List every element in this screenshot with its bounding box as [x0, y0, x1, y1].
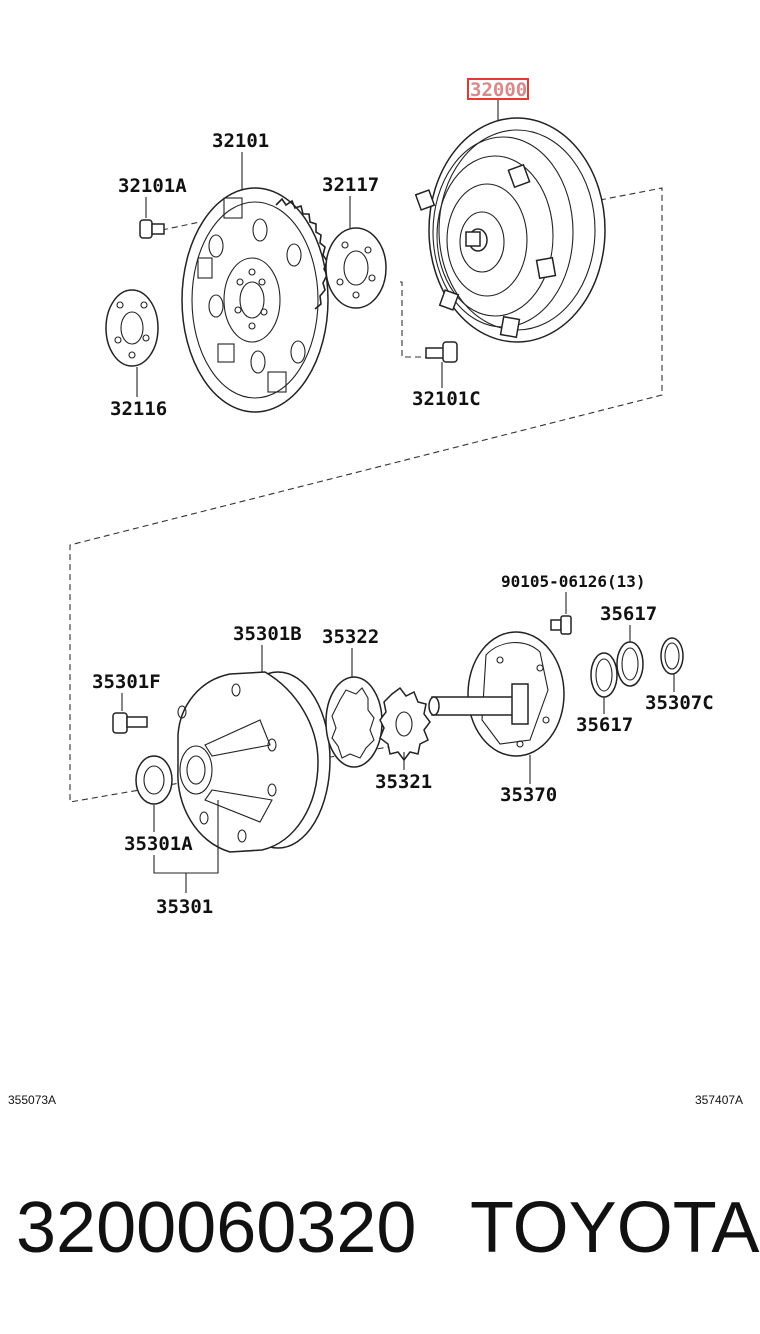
svg-text:35370: 35370 — [500, 784, 557, 806]
converter-bolt[interactable] — [425, 341, 458, 363]
label-32101[interactable]: 32101 — [212, 130, 269, 190]
label-35617-top[interactable]: 35617 — [600, 603, 657, 642]
label-35301F[interactable]: 35301F — [92, 671, 161, 711]
svg-text:32101: 32101 — [212, 130, 269, 152]
svg-text:35321: 35321 — [375, 771, 432, 793]
label-35322[interactable]: 35322 — [322, 626, 379, 678]
svg-text:90105-06126(13): 90105-06126(13) — [501, 572, 646, 591]
label-35617-bottom[interactable]: 35617 — [576, 697, 633, 736]
svg-text:35617: 35617 — [600, 603, 657, 625]
label-32101A[interactable]: 32101A — [118, 175, 187, 218]
label-90105-06126[interactable]: 90105-06126(13) — [501, 572, 646, 614]
svg-text:35301A: 35301A — [124, 833, 193, 855]
svg-text:32116: 32116 — [110, 398, 167, 420]
label-35321[interactable]: 35321 — [375, 752, 432, 793]
svg-text:35307C: 35307C — [645, 692, 714, 714]
label-35370[interactable]: 35370 — [500, 755, 557, 806]
diagram-code-left: 355073A — [8, 1093, 56, 1107]
pump-bolt[interactable] — [112, 712, 148, 734]
svg-text:32101A: 32101A — [118, 175, 187, 197]
shaft-bolt[interactable] — [550, 615, 572, 635]
driven-gear[interactable] — [325, 676, 383, 768]
drive-plate-bolt[interactable] — [139, 219, 165, 239]
svg-text:32000: 32000 — [470, 79, 527, 101]
torque-converter[interactable] — [414, 117, 606, 343]
seal-ring-lower[interactable] — [590, 652, 618, 698]
svg-text:35301: 35301 — [156, 896, 213, 918]
label-32116[interactable]: 32116 — [110, 367, 167, 420]
drive-plate[interactable] — [181, 187, 329, 413]
seal-ring-upper[interactable] — [616, 641, 644, 687]
label-35301B[interactable]: 35301B — [233, 623, 302, 672]
spacer-plate[interactable] — [325, 227, 387, 309]
stator-shaft[interactable] — [428, 631, 565, 757]
brand-name: TOYOTA — [470, 1188, 760, 1268]
oil-pump-body[interactable] — [177, 671, 331, 853]
label-35301[interactable]: 35301 — [153, 800, 219, 918]
group-boundary-dashed — [69, 187, 663, 803]
svg-text:35322: 35322 — [322, 626, 379, 648]
svg-text:35301F: 35301F — [92, 671, 161, 693]
drive-gear[interactable] — [379, 686, 431, 762]
label-35301A[interactable]: 35301A — [124, 805, 193, 855]
part-number: 3200060320 — [16, 1188, 417, 1268]
label-35307C[interactable]: 35307C — [645, 674, 714, 714]
svg-text:32101C: 32101C — [412, 388, 481, 410]
label-32000[interactable]: 32000 — [467, 78, 529, 120]
svg-text:35617: 35617 — [576, 714, 633, 736]
plate[interactable] — [105, 289, 159, 367]
label-32101C[interactable]: 32101C — [412, 362, 481, 410]
oil-seal[interactable] — [135, 755, 173, 805]
label-32117[interactable]: 32117 — [322, 174, 379, 228]
diagram-code-right: 357407A — [695, 1093, 743, 1107]
svg-text:32117: 32117 — [322, 174, 379, 196]
svg-text:35301B: 35301B — [233, 623, 302, 645]
seal-ring-right[interactable] — [660, 637, 684, 675]
